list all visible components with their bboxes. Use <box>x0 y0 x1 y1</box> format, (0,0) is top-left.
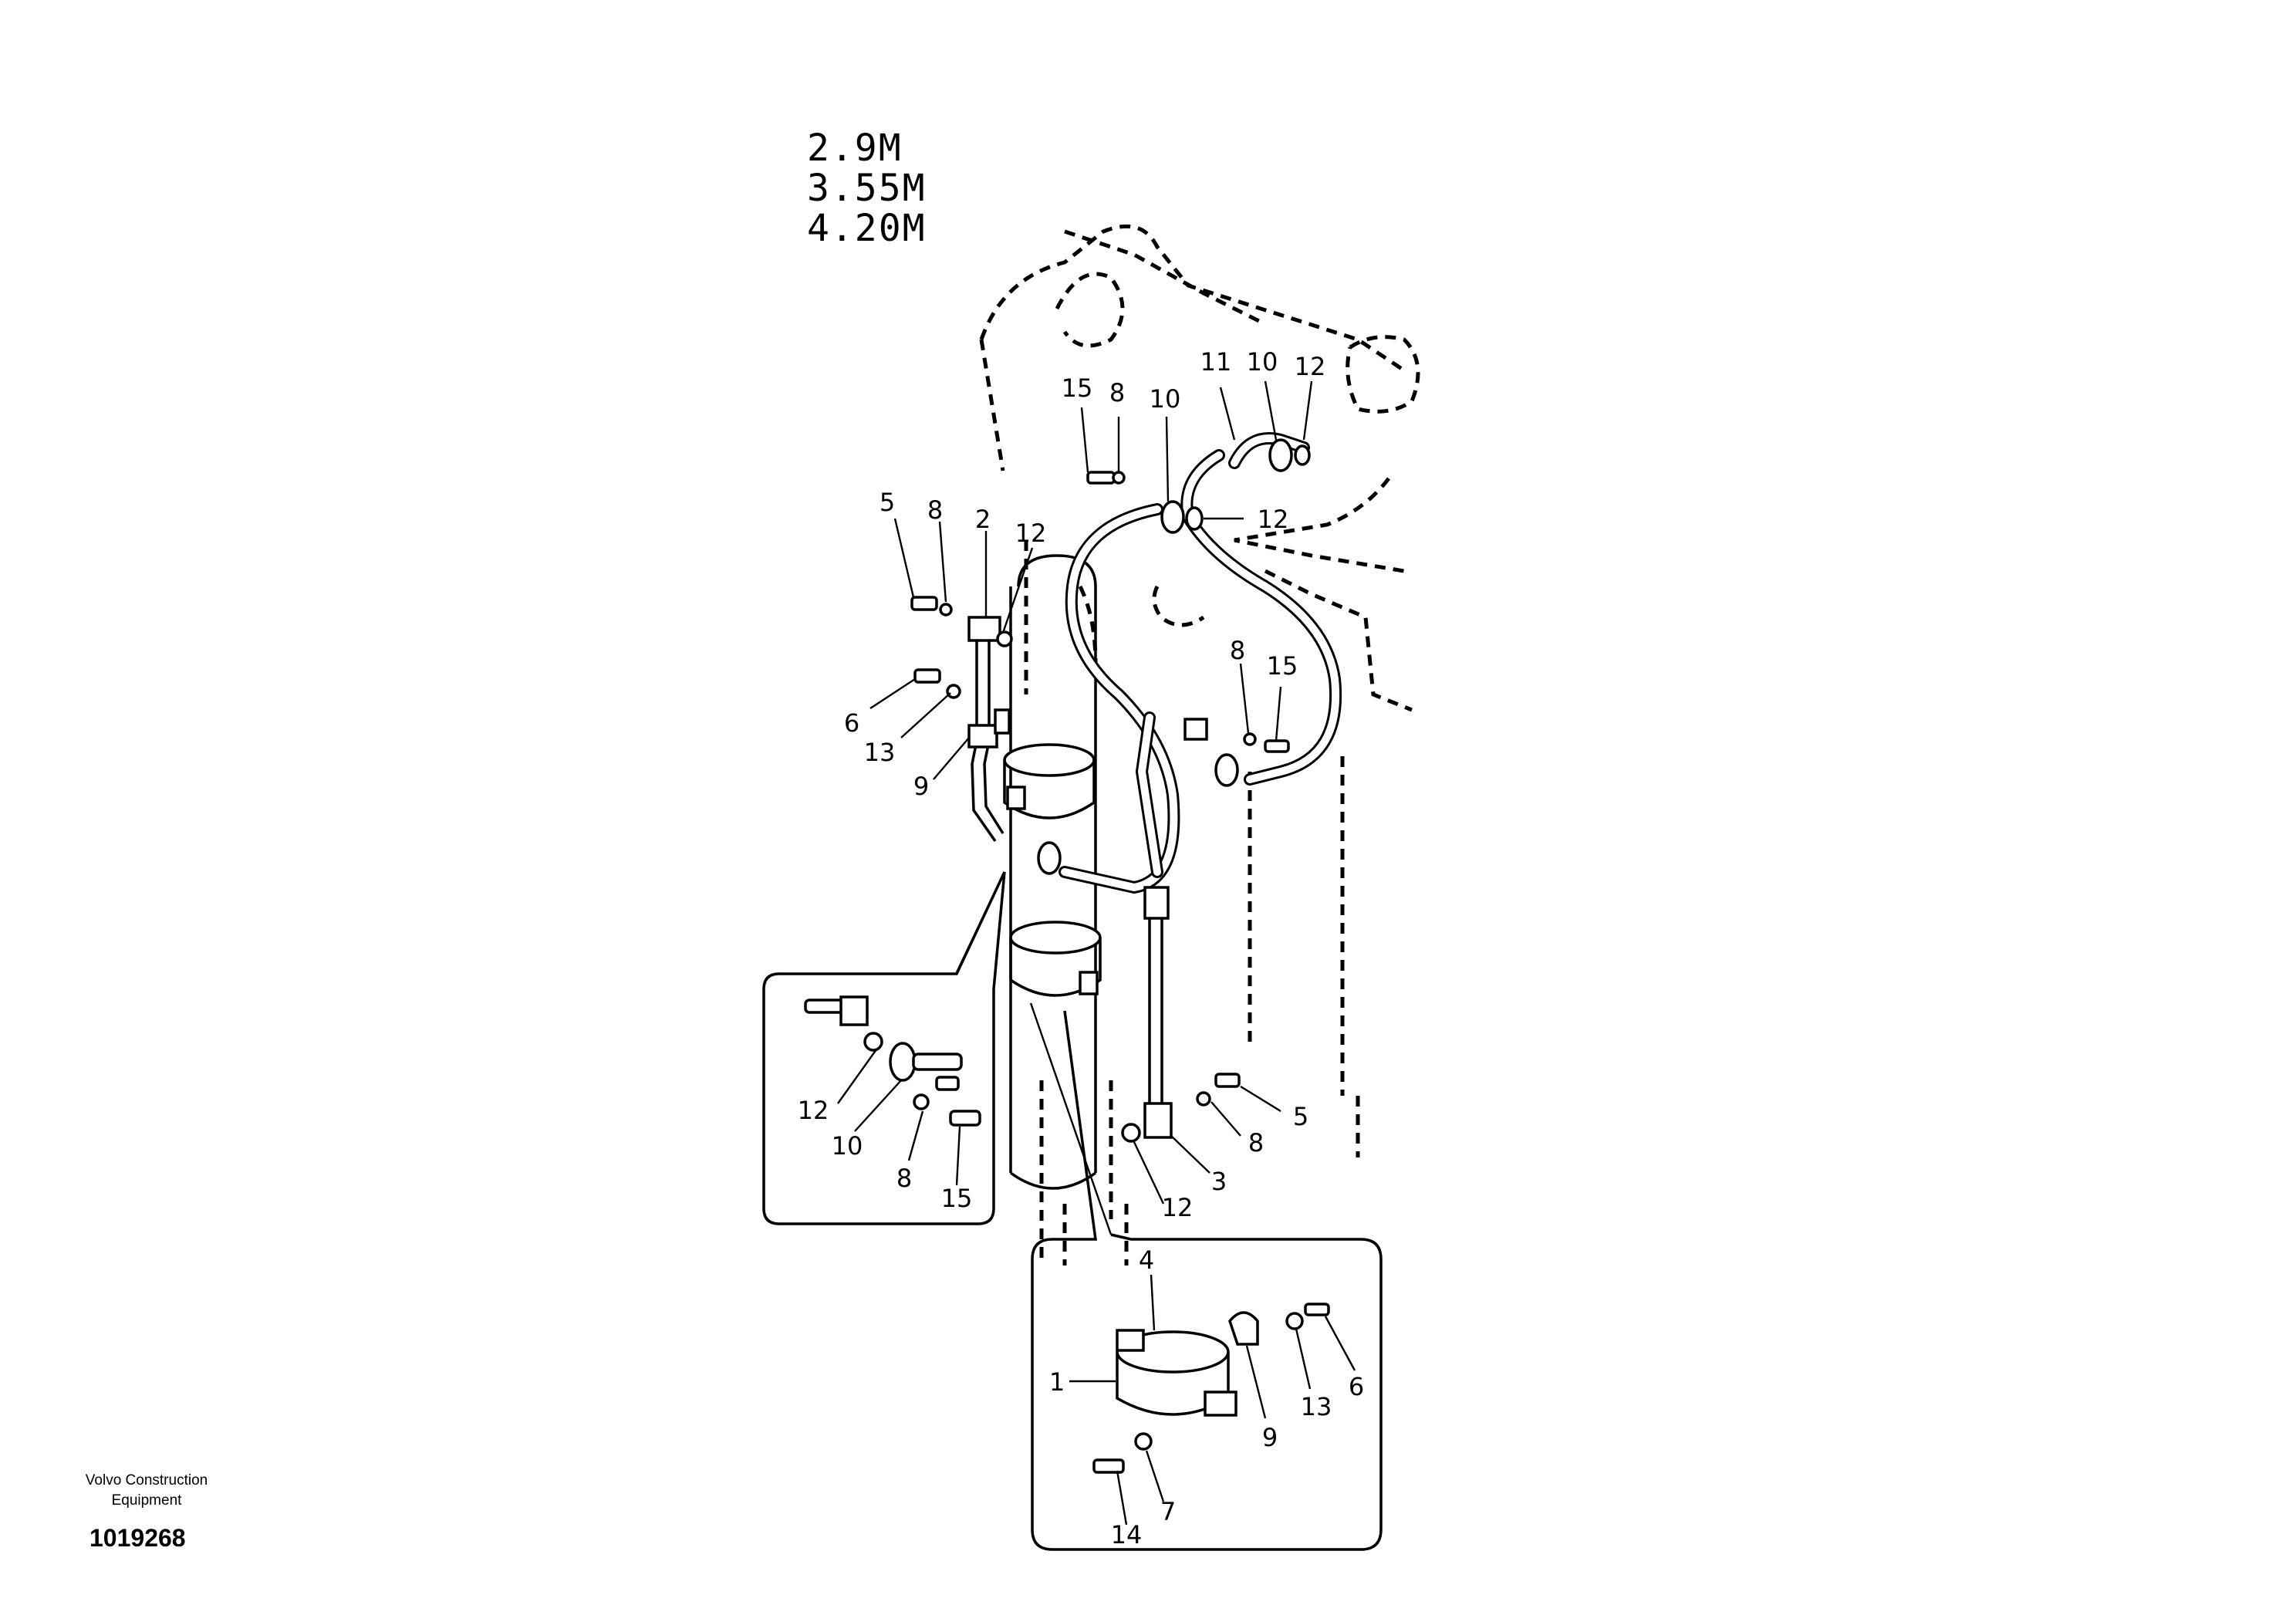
callout-10: 10 <box>1247 347 1278 377</box>
callout-7: 7 <box>1160 1497 1176 1526</box>
callout-6: 6 <box>1349 1372 1364 1401</box>
callout-8: 8 <box>896 1164 912 1193</box>
variant-3-55m: 3.55M <box>807 167 927 210</box>
detail-inset-a <box>762 871 1006 1225</box>
boom-ghost-outline <box>979 224 1420 1265</box>
callout-12: 12 <box>1295 352 1326 381</box>
brand-line-2: Equipment <box>112 1492 183 1509</box>
callout-9: 9 <box>1262 1423 1278 1452</box>
detail-inset-b <box>1031 1010 1383 1551</box>
callout-5: 5 <box>880 488 895 517</box>
callout-4: 4 <box>1139 1245 1154 1275</box>
variant-4-20m: 4.20M <box>807 207 927 250</box>
footer: Volvo Construction Equipment 1019268 <box>86 1472 208 1552</box>
variant-2-9m: 2.9M <box>807 127 903 170</box>
callout-8: 8 <box>927 495 943 525</box>
callout-3: 3 <box>1211 1167 1227 1196</box>
boom-length-variants: 2.9M 3.55M 4.20M <box>807 127 927 250</box>
callout-8: 8 <box>1230 636 1245 665</box>
callout-15: 15 <box>1062 373 1093 403</box>
callout-6: 6 <box>844 708 859 738</box>
callout-1: 1 <box>1049 1367 1065 1397</box>
left-pipe <box>967 616 1011 843</box>
callout-10: 10 <box>832 1131 863 1161</box>
callout-12: 12 <box>798 1096 829 1125</box>
callout-numbers: 15 8 10 11 10 12 12 5 8 2 12 6 13 9 8 15… <box>798 347 1365 1549</box>
callout-15: 15 <box>1267 651 1298 681</box>
drawing-number: 1019268 <box>89 1524 186 1552</box>
callout-14: 14 <box>1111 1520 1143 1549</box>
callout-15: 15 <box>941 1184 973 1213</box>
right-pipe <box>1143 886 1173 1139</box>
callout-8: 8 <box>1109 378 1125 407</box>
callout-13: 13 <box>864 738 896 767</box>
callout-11: 11 <box>1200 347 1232 377</box>
callout-5: 5 <box>1293 1102 1308 1131</box>
callout-12: 12 <box>1258 505 1289 534</box>
fittings <box>910 438 1311 1143</box>
callout-12: 12 <box>1162 1193 1194 1222</box>
callout-8: 8 <box>1248 1128 1264 1157</box>
callout-12: 12 <box>1015 519 1047 548</box>
cylinder-clamps <box>1003 743 1102 997</box>
callout-9: 9 <box>913 772 929 801</box>
brand-line-1: Volvo Construction <box>86 1472 208 1489</box>
callout-2: 2 <box>975 505 991 534</box>
callout-10: 10 <box>1150 384 1181 414</box>
callout-13: 13 <box>1301 1392 1332 1421</box>
